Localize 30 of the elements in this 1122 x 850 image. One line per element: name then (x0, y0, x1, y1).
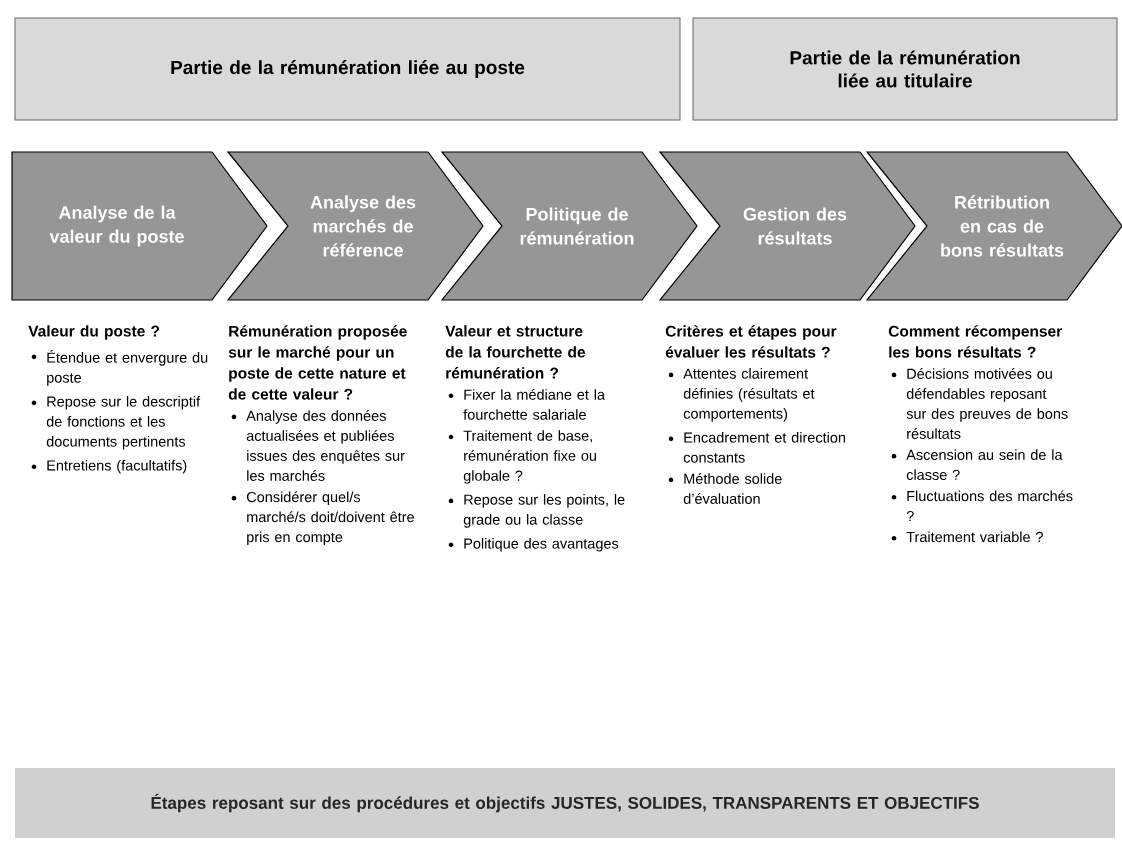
header-box: Partie de la rémunération liée au poste (14, 17, 681, 121)
bullet-text: Entretiens (facultatifs) (47, 459, 187, 474)
column-heading: Valeur et structure de la fourchette de rémunération ? (445, 325, 586, 379)
process-step-box: Analyse de la valeur du poste (11, 151, 268, 301)
process-step-box: Analyse des marchés de référence (226, 151, 484, 301)
bullet-text: Fixer la médiane et la fourchette salariale (463, 389, 605, 420)
bullet-text: Traitement de base, rémunération fixe ou globale ? (463, 430, 596, 484)
bullet-text: Repose sur le descriptif de fonctions et les documents pertinents (46, 396, 201, 450)
bullet-text: Traitement variable ? (906, 531, 1043, 543)
bullet-text: Décisions motivées ou défendables reposant sur des preuves de bons résultats (906, 368, 1068, 439)
footer-band: Étapes reposant sur des procédures et objectifs JUSTES, SOLIDES, TRANSPARENTS ET OBJECTIFS (15, 768, 1115, 838)
bullet-text: Ascension au sein de la classe ? (906, 449, 1063, 480)
bullet-text: Considérer quel/s marché/s doit/doivent être pris en compte (246, 491, 414, 545)
column-heading: Rémunération proposée sur le marché pour un poste de cette nature et de cette valeur ? (228, 325, 407, 400)
node-label: Rétribution en cas de bons résultats (941, 195, 1064, 257)
bullet-text: Analyse des données actualisées et publiées issues des enquêtes sur les marchés (246, 410, 405, 481)
header-box: Partie de la rémunération liée au titulaire (692, 17, 1118, 121)
bullet-text: Méthode solide d’évaluation (683, 473, 782, 504)
process-step-box: Politique de rémunération (440, 151, 698, 301)
process-step-box: Rétribution en cas de bons résultats (865, 151, 1122, 301)
bullet-text: Attentes clairement définies (résultats et comportements) (683, 368, 815, 422)
bullet-text: Repose sur les points, le grade ou la classe (463, 494, 625, 528)
column-heading: Valeur du poste ? (28, 325, 160, 340)
bullet-text: Politique des avantages (464, 538, 619, 552)
bullet-text: Étendue et envergure du poste (47, 350, 208, 386)
column-heading: Comment récompenser les bons résultats ? (888, 325, 1062, 358)
process-step-box: Gestion des résultats (658, 151, 916, 301)
bullet-text: Encadrement et direction constants (683, 432, 846, 463)
column-heading: Critères et étapes pour évaluer les résultats ? (665, 325, 837, 358)
bullet-text: Fluctuations des marchés ? (906, 490, 1073, 522)
